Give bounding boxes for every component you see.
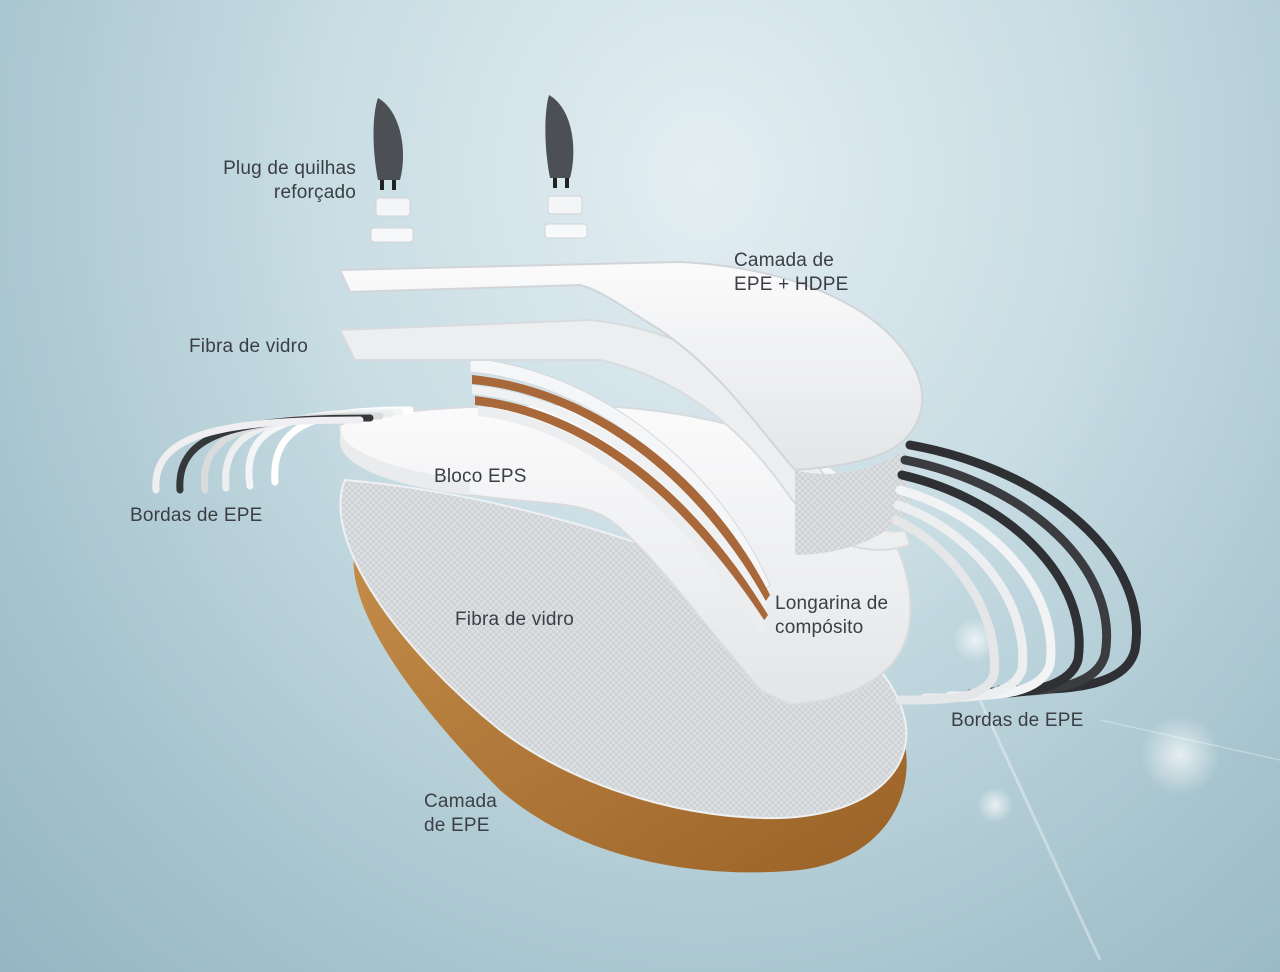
label-left-epe-edges: Bordas de EPE — [130, 505, 263, 526]
light-ray — [1099, 719, 1280, 761]
bottom-fiberglass-layer — [339, 478, 908, 820]
label-bottom-fiberglass: Fibra de vidro — [455, 609, 574, 630]
epe-edges-right — [891, 440, 1141, 705]
eps-block-side — [339, 425, 470, 495]
label-composite-stringer: Longarina de compósito — [775, 593, 889, 638]
top-epe-hdpe-layer — [338, 260, 924, 472]
glow-orb — [977, 787, 1013, 823]
label-right-epe-edges: Bordas de EPE — [951, 710, 1084, 731]
label-top-fiberglass: Fibra de vidro — [189, 336, 308, 357]
fin-plug-left — [370, 98, 414, 243]
glow-orb — [1140, 715, 1220, 795]
light-ray — [978, 699, 1102, 961]
label-eps-block: Bloco EPS — [434, 466, 527, 487]
composite-stringer — [469, 357, 771, 636]
fin-plug-right — [544, 95, 588, 239]
label-top-epe-hdpe: Camada de EPE + HDPE — [734, 250, 849, 295]
epe-edges-left — [152, 406, 414, 494]
top-layer-texture — [795, 450, 910, 555]
label-fin-plug: Plug de quilhas reforçado — [223, 158, 356, 203]
label-bottom-epe-layer: Camada de EPE — [424, 791, 498, 836]
